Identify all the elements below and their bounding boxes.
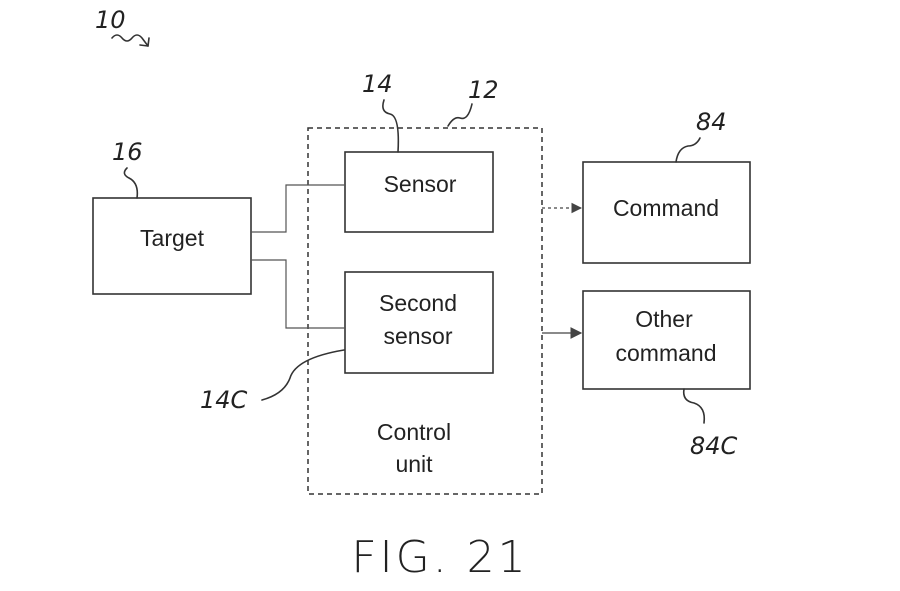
command-ref-leader — [675, 137, 701, 163]
target-to-second-sensor-wire — [251, 259, 345, 329]
other-command-label-line2: command — [616, 340, 717, 366]
figure-caption: FIG. 21 — [351, 532, 528, 583]
control-unit-ref-leader — [447, 103, 473, 127]
system-ref-squiggle — [111, 34, 149, 47]
control-unit-label-line2: unit — [395, 451, 433, 477]
system-ref-label: 10 — [95, 6, 126, 34]
control-unit-ref-label: 12 — [468, 76, 499, 104]
target-ref-leader — [123, 167, 139, 199]
sensor-ref-label: 14 — [362, 70, 393, 98]
control-unit-label-line1: Control — [377, 419, 451, 445]
target-label: Target — [140, 225, 205, 251]
other-command-ref-label: 84C — [690, 432, 738, 460]
second-sensor-ref-leader — [261, 349, 345, 401]
sensor-ref-leader — [382, 99, 400, 153]
target-box — [92, 197, 252, 295]
command-box — [582, 161, 751, 264]
other-command-box — [582, 290, 751, 390]
command-label: Command — [613, 195, 719, 221]
target-ref-label: 16 — [112, 138, 143, 166]
other-command-ref-leader — [682, 388, 706, 424]
target-to-sensor-wire — [251, 184, 345, 233]
system-ref-arrowhead — [139, 37, 150, 47]
second-sensor-label-line2: sensor — [383, 323, 452, 349]
second-sensor-label-line1: Second — [379, 290, 457, 316]
second-sensor-box — [344, 271, 494, 374]
sensor-box — [344, 151, 494, 233]
control-unit-boundary — [307, 127, 543, 495]
sensor-label: Sensor — [384, 171, 457, 197]
second-sensor-ref-label: 14C — [200, 386, 248, 414]
command-ref-label: 84 — [696, 108, 727, 136]
other-command-label-line1: Other — [635, 306, 693, 332]
